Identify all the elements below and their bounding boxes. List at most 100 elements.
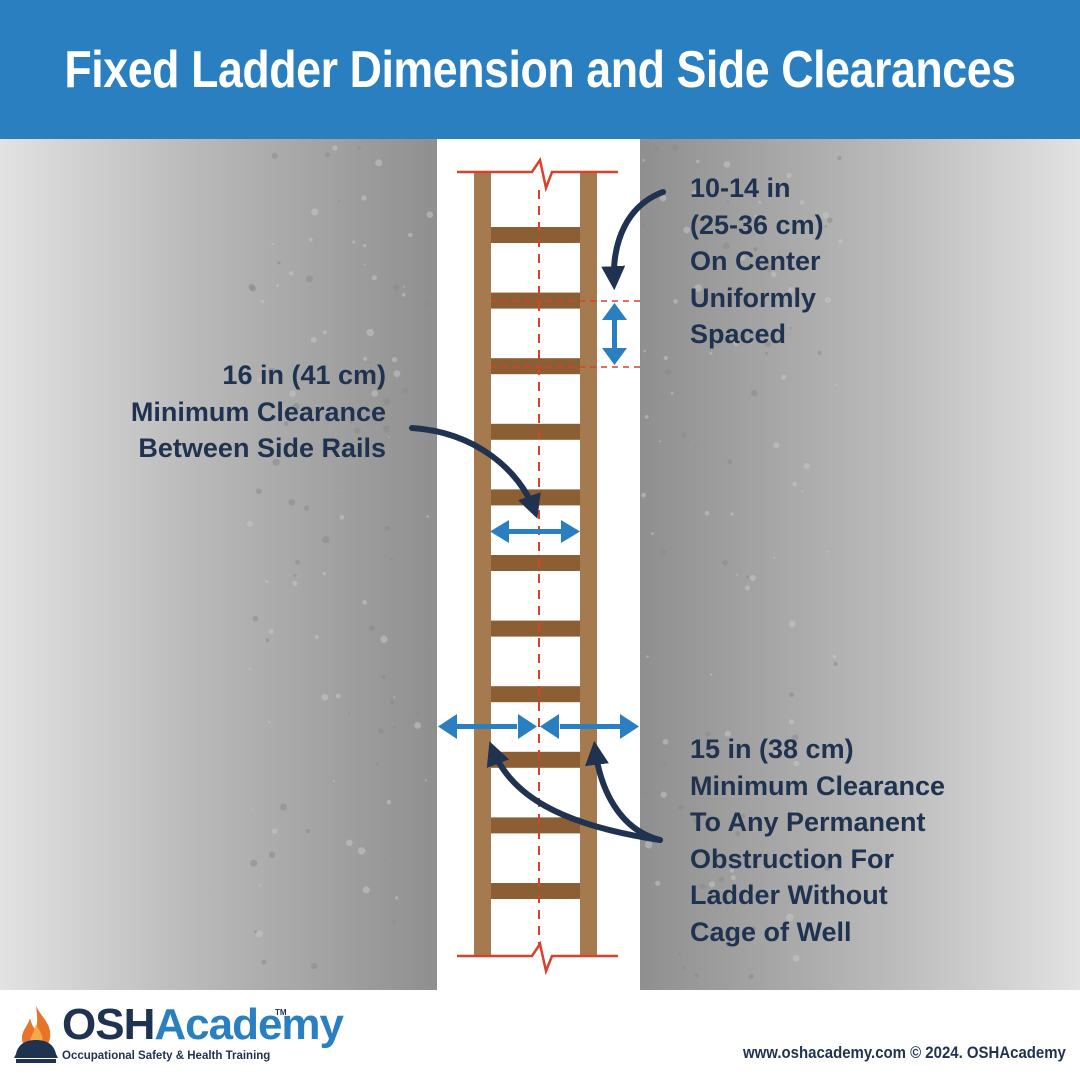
concrete-speckle bbox=[774, 748, 782, 756]
concrete-speckle bbox=[658, 440, 661, 443]
concrete-speckle bbox=[784, 186, 789, 191]
concrete-speckle bbox=[786, 913, 794, 922]
ladder-rung bbox=[483, 358, 588, 375]
concrete-speckle bbox=[277, 261, 281, 265]
oshacademy-logo[interactable]: OSHAcademy TM Occupational Safety & Heal… bbox=[12, 1000, 344, 1070]
concrete-speckle bbox=[414, 721, 421, 729]
concrete-speckle bbox=[670, 391, 674, 395]
concrete-speckle bbox=[749, 926, 756, 933]
concrete-speckle bbox=[265, 580, 269, 583]
ladder-rung bbox=[483, 555, 588, 571]
concrete-speckle bbox=[691, 190, 699, 197]
concrete-speckle bbox=[801, 490, 804, 493]
concrete-speckle bbox=[392, 725, 396, 729]
concrete-speckle bbox=[247, 520, 253, 527]
concrete-speckle bbox=[735, 831, 741, 837]
concrete-speckle bbox=[748, 973, 754, 980]
concrete-speckle bbox=[665, 369, 672, 376]
concrete-speckle bbox=[705, 731, 711, 737]
right-side-rail bbox=[580, 172, 597, 956]
concrete-speckle bbox=[275, 446, 280, 450]
helmet-icon bbox=[14, 1040, 58, 1058]
concrete-speckle bbox=[789, 326, 792, 330]
concrete-speckle bbox=[371, 390, 378, 397]
concrete-speckle bbox=[371, 275, 377, 281]
trademark-mark: TM bbox=[275, 1008, 287, 1017]
concrete-speckle bbox=[303, 505, 310, 512]
concrete-speckle bbox=[759, 256, 763, 260]
ladder-rung bbox=[483, 883, 588, 899]
concrete-speckle bbox=[662, 739, 669, 745]
concrete-speckle bbox=[791, 810, 798, 817]
concrete-speckle bbox=[363, 263, 366, 266]
label-line: 10-14 in bbox=[690, 173, 791, 203]
concrete-speckle bbox=[833, 661, 838, 666]
concrete-speckle bbox=[271, 242, 275, 246]
obstruction-clearance-label: 15 in (38 cm) Minimum Clearance To Any P… bbox=[690, 731, 945, 950]
concrete-speckle bbox=[694, 284, 702, 292]
concrete-speckle bbox=[254, 930, 258, 934]
ladder-diagram bbox=[0, 139, 1080, 990]
concrete-speckle bbox=[386, 799, 392, 805]
rung-spacing-arrow bbox=[602, 303, 627, 365]
concrete-speckle bbox=[655, 880, 661, 886]
concrete-speckle bbox=[817, 350, 822, 356]
concrete-speckle bbox=[352, 240, 356, 244]
concrete-speckle bbox=[663, 355, 668, 361]
rail-clearance-label: 16 in (41 cm) Minimum Clearance Between … bbox=[131, 357, 386, 467]
right-wall bbox=[640, 139, 1080, 990]
concrete-speckle bbox=[335, 693, 341, 699]
concrete-speckle bbox=[824, 297, 832, 304]
concrete-speckle bbox=[765, 264, 772, 272]
concrete-speckle bbox=[275, 284, 280, 288]
concrete-speckle bbox=[391, 357, 398, 363]
ladder-rung bbox=[483, 227, 588, 243]
ladder-rung bbox=[483, 489, 588, 506]
ladder-rung bbox=[483, 423, 588, 440]
concrete-speckle bbox=[681, 965, 686, 970]
header-banner: Fixed Ladder Dimension and Side Clearanc… bbox=[0, 0, 1080, 139]
concrete-speckle bbox=[415, 712, 420, 717]
concrete-speckle bbox=[424, 301, 429, 306]
ladder-rung bbox=[483, 686, 588, 703]
concrete-speckle bbox=[395, 896, 399, 900]
label-line: Obstruction For bbox=[690, 843, 894, 874]
concrete-speckle bbox=[305, 829, 310, 834]
concrete-speckle bbox=[786, 172, 792, 179]
concrete-speckle bbox=[651, 532, 654, 535]
concrete-speckle bbox=[771, 257, 775, 261]
concrete-speckle bbox=[826, 550, 829, 553]
concrete-speckle bbox=[837, 155, 842, 161]
concrete-speckle bbox=[723, 161, 731, 168]
concrete-speckle bbox=[726, 200, 730, 203]
concrete-speckle bbox=[255, 930, 263, 938]
label-line: Minimum Clearance bbox=[130, 396, 386, 427]
concrete-speckle bbox=[659, 194, 667, 202]
concrete-speckle bbox=[704, 510, 710, 516]
bottom-break-line bbox=[457, 940, 618, 976]
concrete-speckle bbox=[388, 436, 390, 439]
concrete-speckle bbox=[389, 699, 395, 705]
concrete-speckle bbox=[271, 152, 278, 159]
concrete-speckle bbox=[305, 275, 313, 283]
concrete-speckle bbox=[265, 638, 270, 642]
concrete-speckle bbox=[321, 693, 329, 701]
concrete-speckle bbox=[292, 580, 298, 586]
concrete-speckle bbox=[764, 341, 772, 348]
concrete-speckle bbox=[781, 374, 787, 380]
concrete-speckle bbox=[753, 247, 758, 252]
concrete-speckle bbox=[654, 146, 660, 152]
concrete-speckle bbox=[363, 244, 367, 248]
concrete-speckle bbox=[426, 211, 434, 218]
concrete-speckle bbox=[738, 253, 746, 261]
concrete-speckle bbox=[803, 462, 810, 470]
concrete-speckle bbox=[361, 195, 367, 201]
concrete-speckle bbox=[378, 728, 384, 734]
concrete-speckle bbox=[255, 488, 262, 495]
concrete-speckle bbox=[292, 403, 300, 411]
obstruction-callout-arrow-left bbox=[486, 741, 663, 843]
concrete-speckle bbox=[381, 675, 386, 680]
concrete-speckle bbox=[694, 973, 699, 978]
concrete-speckle bbox=[824, 864, 831, 871]
concrete-speckle bbox=[257, 377, 262, 383]
